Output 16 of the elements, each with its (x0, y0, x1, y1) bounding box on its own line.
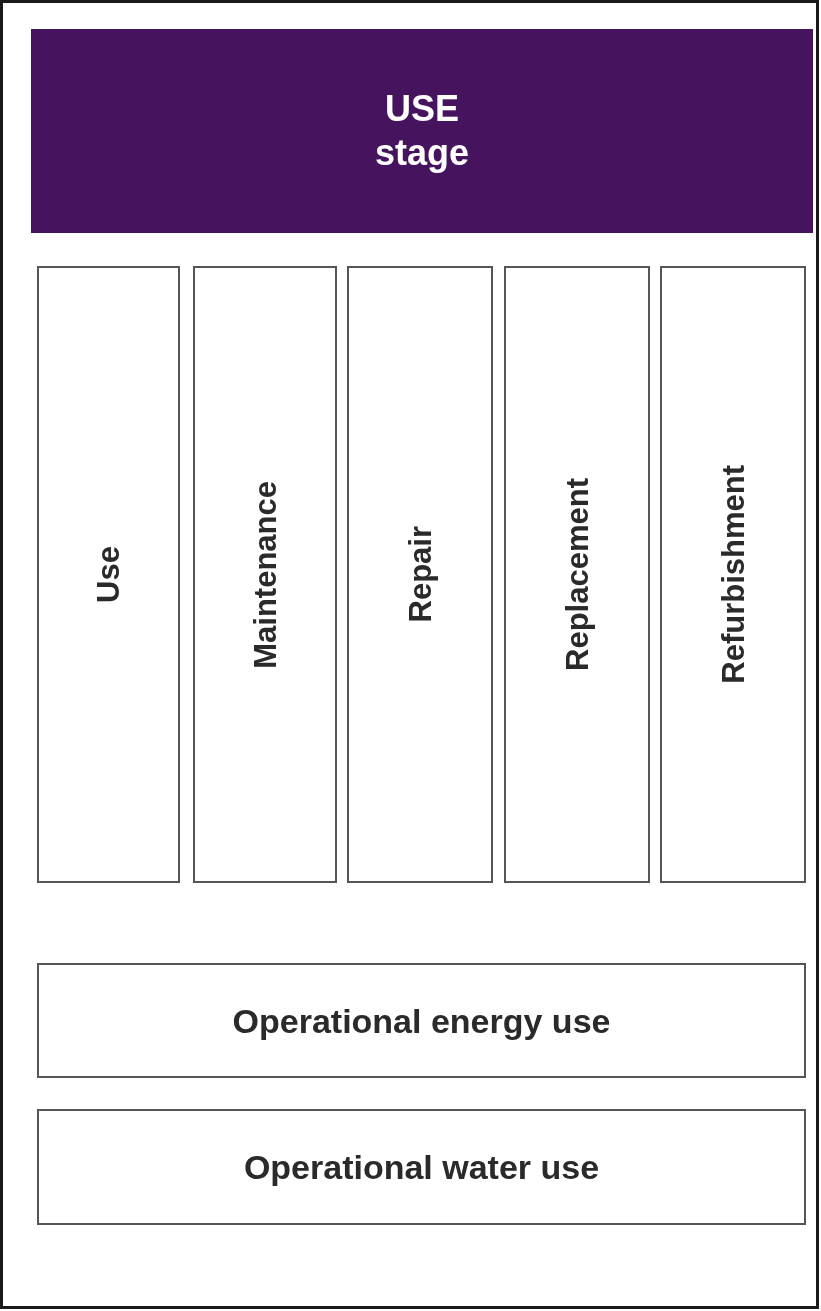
activity-label: Refurbishment (717, 465, 749, 684)
activity-label: Replacement (561, 478, 593, 671)
operational-use-box (37, 963, 806, 1078)
activity-column-box (660, 266, 806, 883)
activity-column-box (347, 266, 493, 883)
operational-use-box (37, 1109, 806, 1225)
activity-column-box (193, 266, 337, 883)
activity-label: Repair (404, 526, 436, 623)
activity-column-box (37, 266, 180, 883)
activity-label: Use (93, 546, 124, 603)
activity-column-box (504, 266, 650, 883)
stage-header-band (31, 29, 813, 233)
use-label: Operational energy use (232, 1003, 611, 1038)
activity-label: Maintenance (249, 480, 281, 669)
use-label: Operational water use (243, 1150, 600, 1184)
stage-title: USE stage (374, 87, 469, 175)
